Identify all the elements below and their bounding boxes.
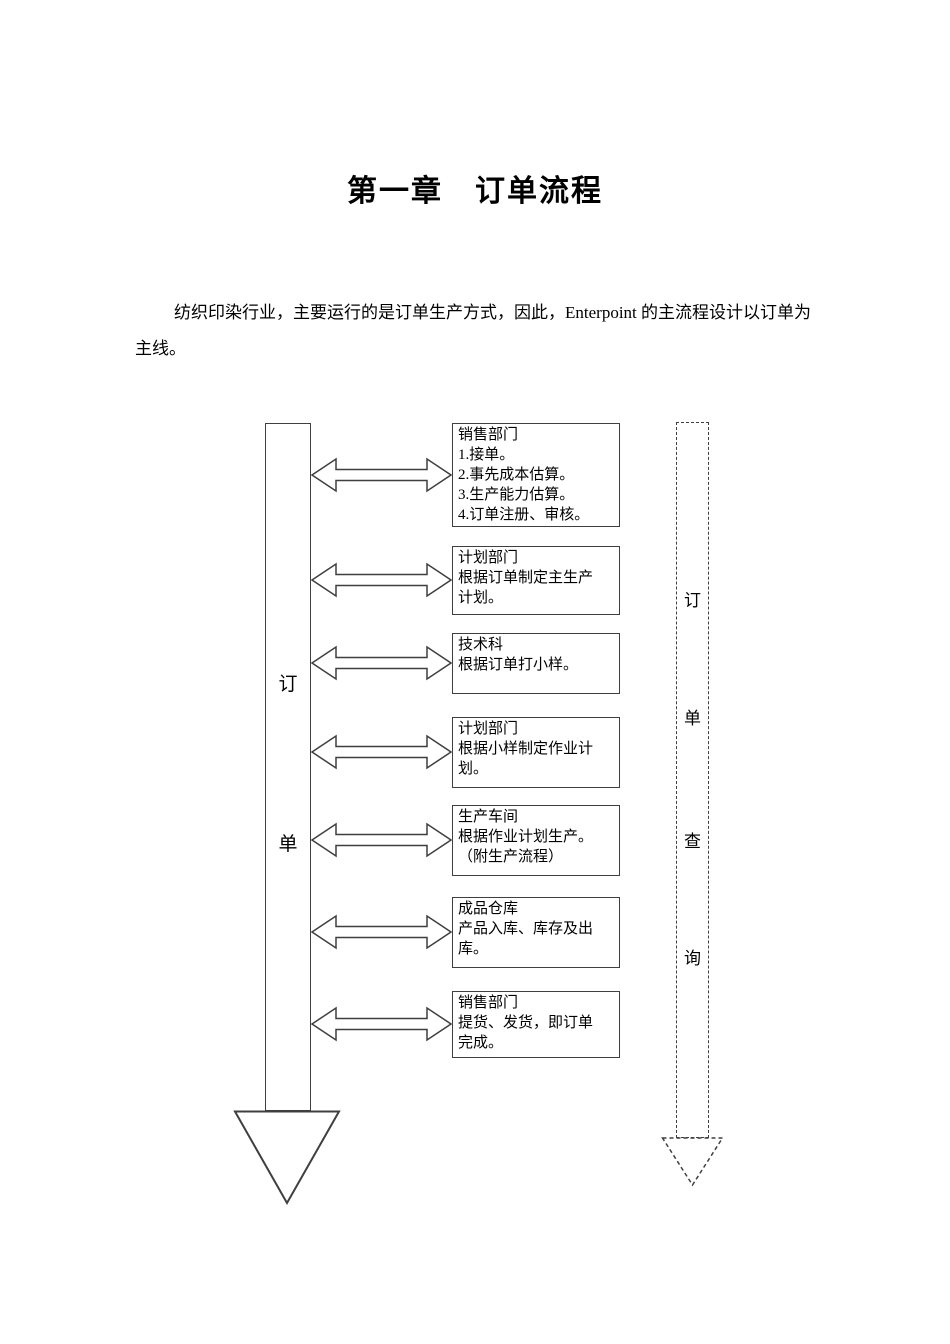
- double-arrow-icon: [311, 645, 452, 681]
- down-arrowhead-icon: [233, 1110, 341, 1205]
- query-bar-char-ding: 订: [684, 591, 701, 610]
- query-bar-char-xun: 询: [684, 949, 701, 968]
- intro-line-1: 纺织印染行业，主要运行的是订单生产方式，因此，Enterpoint 的主流程设计…: [174, 303, 812, 322]
- flow-box-tech-sample: 技术科 根据订单打小样。: [452, 633, 620, 694]
- flow-box-warehouse: 成品仓库 产品入库、库存及出 库。: [452, 897, 620, 968]
- flow-box-sales-delivery: 销售部门 提货、发货，即订单 完成。: [452, 991, 620, 1058]
- main-bar-char-ding: 订: [278, 674, 298, 695]
- double-arrow-icon: [311, 914, 452, 950]
- intro-paragraph: 纺织印染行业，主要运行的是订单生产方式，因此，Enterpoint 的主流程设计…: [135, 295, 835, 367]
- intro-line-2: 主线。: [135, 339, 186, 358]
- order-query-bar: 订 单 查 询: [676, 422, 709, 1138]
- flow-box-sales-intake: 销售部门 1.接单。 2.事先成本估算。 3.生产能力估算。 4.订单注册、审核…: [452, 423, 620, 527]
- double-arrow-icon: [311, 1006, 452, 1042]
- query-bar-char-dan: 单: [684, 709, 701, 728]
- double-arrow-icon: [311, 734, 452, 770]
- flow-box-planning-job: 计划部门 根据小样制定作业计 划。: [452, 717, 620, 788]
- flow-box-planning-master: 计划部门 根据订单制定主生产 计划。: [452, 546, 620, 615]
- query-bar-char-cha: 查: [684, 832, 701, 851]
- flow-box-production: 生产车间 根据作业计划生产。 （附生产流程）: [452, 805, 620, 876]
- main-bar-char-dan: 单: [278, 834, 298, 855]
- chapter-title: 第一章 订单流程: [347, 175, 603, 208]
- dashed-down-arrowhead-icon: [661, 1137, 724, 1187]
- double-arrow-icon: [311, 562, 452, 598]
- double-arrow-icon: [311, 457, 452, 493]
- order-main-bar: 订 单: [265, 423, 311, 1111]
- double-arrow-icon: [311, 822, 452, 858]
